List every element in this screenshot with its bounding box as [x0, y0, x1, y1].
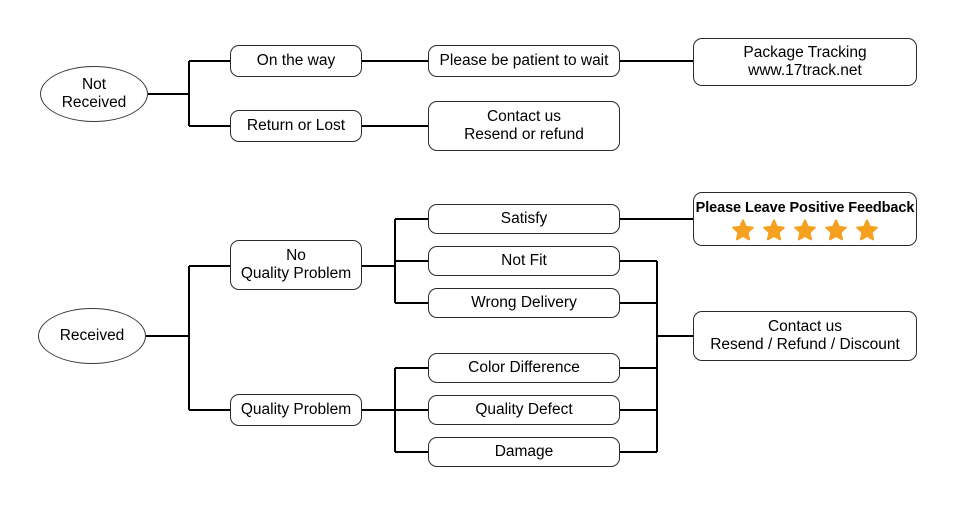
node-damage-label: Damage: [494, 442, 554, 460]
node-package-tracking-line1: Package Tracking: [743, 43, 867, 61]
node-not-received-line2: Received: [61, 94, 127, 111]
node-package-tracking[interactable]: Package Tracking www.17track.net: [693, 38, 917, 86]
node-wrong-delivery[interactable]: Wrong Delivery: [428, 288, 620, 318]
node-positive-feedback-label: Please Leave Positive Feedback: [695, 200, 915, 217]
node-wrong-delivery-label: Wrong Delivery: [471, 293, 577, 311]
star-rating[interactable]: [732, 219, 878, 241]
node-on-the-way[interactable]: On the way: [230, 45, 362, 77]
star-icon[interactable]: [794, 219, 816, 241]
star-icon[interactable]: [856, 219, 878, 241]
node-positive-feedback[interactable]: Please Leave Positive Feedback: [693, 192, 917, 246]
node-no-quality-problem[interactable]: No Quality Problem: [230, 240, 362, 290]
node-not-received-line1: Not: [81, 75, 107, 93]
star-icon[interactable]: [825, 219, 847, 241]
node-quality-defect[interactable]: Quality Defect: [428, 395, 620, 425]
node-please-be-patient-label: Please be patient to wait: [439, 51, 609, 69]
node-satisfy[interactable]: Satisfy: [428, 204, 620, 234]
node-quality-problem-label: Quality Problem: [240, 400, 352, 418]
node-quality-problem[interactable]: Quality Problem: [230, 394, 362, 426]
node-contact-resend-refund-line1: Contact us: [486, 107, 562, 125]
node-contact-discount-line1: Contact us: [767, 317, 843, 335]
node-no-quality-problem-line2: Quality Problem: [240, 265, 352, 282]
node-received[interactable]: Received: [38, 308, 146, 364]
node-satisfy-label: Satisfy: [500, 209, 548, 227]
node-package-tracking-line2: www.17track.net: [748, 62, 862, 79]
node-contact-resend-refund-discount[interactable]: Contact us Resend / Refund / Discount: [693, 311, 917, 361]
node-please-be-patient[interactable]: Please be patient to wait: [428, 45, 620, 77]
node-color-difference-label: Color Difference: [468, 358, 580, 376]
node-return-or-lost[interactable]: Return or Lost: [230, 110, 362, 142]
node-color-difference[interactable]: Color Difference: [428, 353, 620, 383]
node-quality-defect-label: Quality Defect: [475, 400, 573, 418]
node-received-label: Received: [59, 326, 125, 344]
node-not-received[interactable]: Not Received: [40, 66, 148, 122]
node-return-or-lost-label: Return or Lost: [246, 116, 346, 134]
node-contact-discount-line2: Resend / Refund / Discount: [710, 336, 900, 353]
node-not-fit[interactable]: Not Fit: [428, 246, 620, 276]
node-no-quality-problem-line1: No: [286, 246, 306, 264]
star-icon[interactable]: [763, 219, 785, 241]
node-not-fit-label: Not Fit: [501, 251, 547, 269]
node-on-the-way-label: On the way: [256, 51, 336, 69]
star-icon[interactable]: [732, 219, 754, 241]
node-damage[interactable]: Damage: [428, 437, 620, 467]
node-contact-resend-refund[interactable]: Contact us Resend or refund: [428, 101, 620, 151]
node-contact-resend-refund-line2: Resend or refund: [464, 126, 584, 143]
